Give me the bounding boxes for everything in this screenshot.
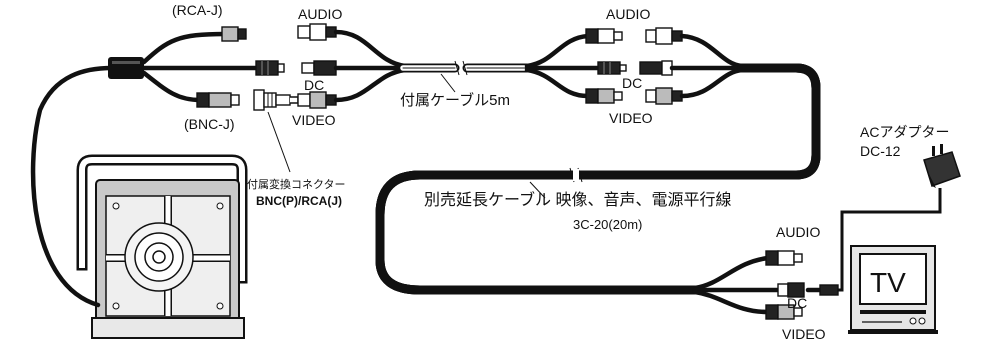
- extension-head-video-jack-icon: [645, 87, 683, 105]
- extension-cable-run: [375, 63, 821, 295]
- included-cable-far-audio-plug-icon: [585, 28, 623, 44]
- camera-unit: [76, 154, 248, 339]
- extension-head-video-label: VIDEO: [609, 110, 653, 126]
- adapter-model-label: BNC(P)/RCA(J): [256, 194, 342, 208]
- included-audio-label: AUDIO: [298, 6, 342, 22]
- bnc-j-label: (BNC-J): [184, 116, 235, 132]
- bnc-rca-adapter-icon: [253, 89, 299, 111]
- included-cable-bundle: [398, 60, 532, 93]
- included-dc-label: DC: [304, 77, 324, 93]
- tv-side-dc-label: DC: [787, 295, 807, 311]
- included-cable-name: 付属ケーブル5m: [400, 91, 510, 109]
- included-cable-video-plug-icon: [297, 91, 337, 109]
- tv-icon: [848, 245, 938, 334]
- included-video-label: VIDEO: [292, 112, 336, 128]
- included-cable-far-video-plug-icon: [585, 88, 623, 104]
- extension-cable-spec: 3C-20(20m): [573, 217, 642, 232]
- included-cable-far-dc-plug-icon: [597, 61, 627, 75]
- tv-side-dc-jack-icon: [777, 282, 805, 298]
- included-cable-audio-plug-icon: [297, 23, 337, 41]
- ac-adapter-icon: [923, 144, 961, 188]
- extension-head-dc-jack-icon: [639, 60, 673, 76]
- extension-cable-name: 別売延長ケーブル 映像、音声、電源平行線: [424, 190, 732, 209]
- ac-adapter-dc-plug-icon: [819, 284, 839, 296]
- tv-side-audio-plug-icon: [765, 250, 803, 266]
- adapter-label-jp: 付属変換コネクター: [247, 177, 346, 191]
- extension-head-audio-label: AUDIO: [606, 6, 650, 22]
- dc-plug-icon: [255, 60, 285, 76]
- tv-label: TV: [870, 267, 906, 298]
- tv-side-audio-label: AUDIO: [776, 224, 820, 240]
- extension-head-dc-label: DC: [622, 75, 642, 91]
- tv-side-video-plug-icon: [765, 304, 803, 320]
- bnc-jack-icon: [196, 92, 240, 108]
- camera-lens-icon: [124, 222, 194, 292]
- rca-jack-icon: [221, 26, 247, 42]
- included-cable-dc-jack-icon: [301, 60, 337, 76]
- tv-side-video-label: VIDEO: [782, 326, 826, 342]
- extension-head-audio-jack-icon: [645, 27, 683, 45]
- camera-breakout-block: [108, 57, 144, 79]
- rca-j-label: (RCA-J): [172, 2, 223, 18]
- ac-adapter-model-label: DC-12: [860, 143, 901, 159]
- adapter-leader-line: [267, 111, 291, 173]
- camera-lead-cable: [30, 65, 115, 308]
- ac-adapter-label: ACアダプター: [860, 124, 949, 140]
